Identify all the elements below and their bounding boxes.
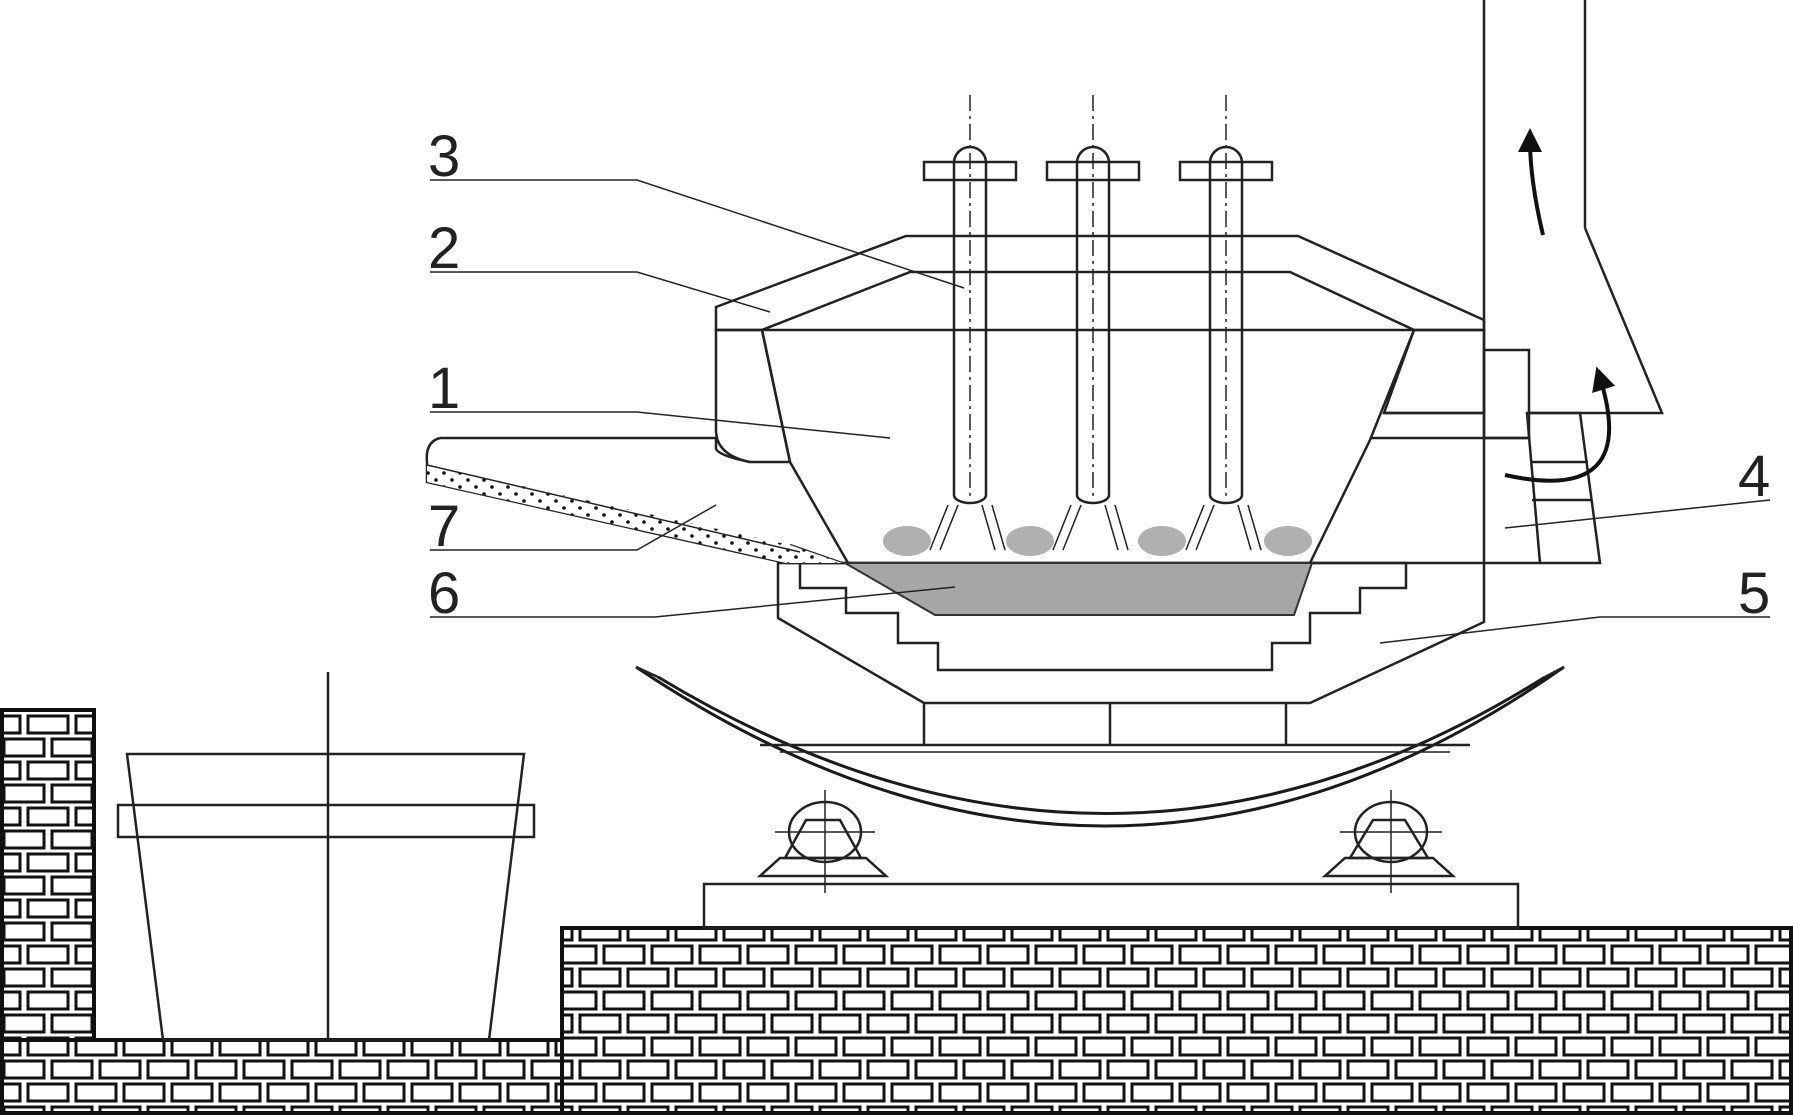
- label-6: 6: [428, 561, 460, 626]
- furnace-shell: [760, 328, 1416, 564]
- electrode-3: [1178, 95, 1274, 551]
- gas-duct: [1370, 0, 1664, 565]
- tapping-spout: [425, 436, 843, 565]
- label-2: 2: [428, 216, 460, 281]
- electrode-2: [1045, 95, 1141, 551]
- ladle: [116, 672, 536, 1042]
- electrode-1: [922, 95, 1018, 551]
- electrodes: [922, 95, 1274, 551]
- leader-lines: [430, 179, 1771, 644]
- label-1: 1: [428, 356, 460, 421]
- furnace-roof: [714, 234, 1486, 332]
- label-3: 3: [428, 124, 460, 189]
- part-labels: 3 2 1 7 6 4 5: [428, 124, 1770, 626]
- label-5: 5: [1738, 561, 1770, 626]
- label-4: 4: [1738, 444, 1770, 509]
- charge-lumps: [883, 526, 1312, 556]
- molten-metal-bath: [841, 562, 1314, 616]
- label-7: 7: [428, 494, 460, 559]
- tilting-base: [635, 665, 1565, 930]
- brick-floor: [0, 708, 1793, 1115]
